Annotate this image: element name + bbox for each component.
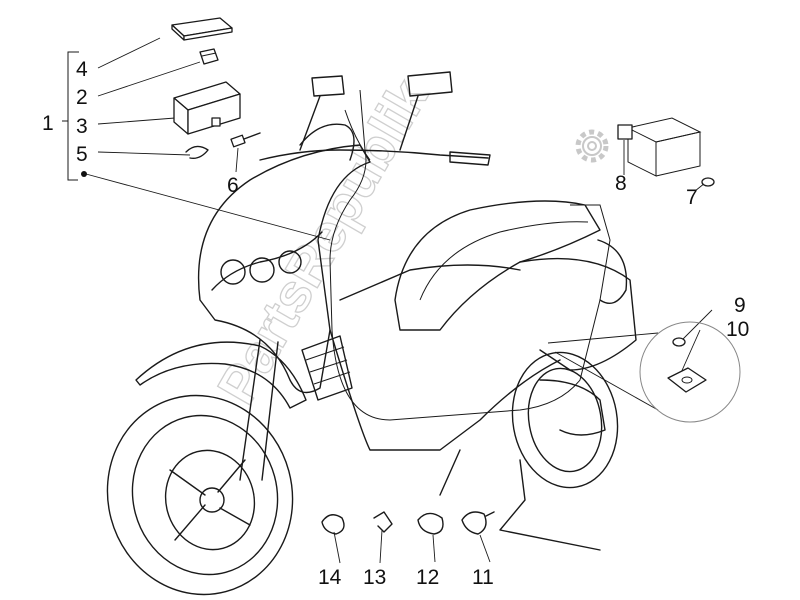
callout-6: 6: [227, 174, 239, 197]
callout-2: 2: [76, 86, 88, 109]
callout-7: 7: [686, 186, 698, 209]
callout-1: 1: [42, 112, 54, 135]
part-cover: [171, 17, 233, 41]
watermark-text: PartsRepublik: [206, 69, 440, 414]
detail-inset: [639, 321, 741, 423]
part-clamp-11: [461, 511, 495, 535]
part-clip: [185, 145, 209, 160]
callout-8: 8: [615, 172, 627, 195]
part-clamp-12: [417, 512, 444, 535]
part-box-ghost: [617, 117, 715, 187]
callout-1-dot: [81, 171, 87, 177]
callout-4: 4: [76, 58, 88, 81]
callout-labels: 4 2 3 5 1 6 7 8 9 10 11 12 13 14: [42, 58, 749, 589]
part-clamp-13: [373, 511, 393, 533]
callout-14: 14: [318, 566, 342, 589]
watermark-logo: PartsRepublik: [206, 68, 609, 415]
kit-bracket: [62, 51, 79, 181]
leader-lines: [85, 37, 713, 564]
part-module-box: [173, 81, 241, 135]
callout-13: 13: [363, 566, 386, 589]
callout-9: 9: [734, 294, 746, 317]
part-clamp-14: [321, 514, 345, 535]
part-connector: [199, 48, 219, 65]
callout-10: 10: [726, 318, 749, 341]
callout-11: 11: [472, 566, 494, 589]
scooter-illustration: [106, 71, 637, 596]
callout-3: 3: [76, 115, 88, 138]
callout-5: 5: [76, 143, 88, 166]
gear-icon: [575, 129, 609, 163]
callout-12: 12: [416, 566, 439, 589]
part-screw: [230, 132, 261, 148]
